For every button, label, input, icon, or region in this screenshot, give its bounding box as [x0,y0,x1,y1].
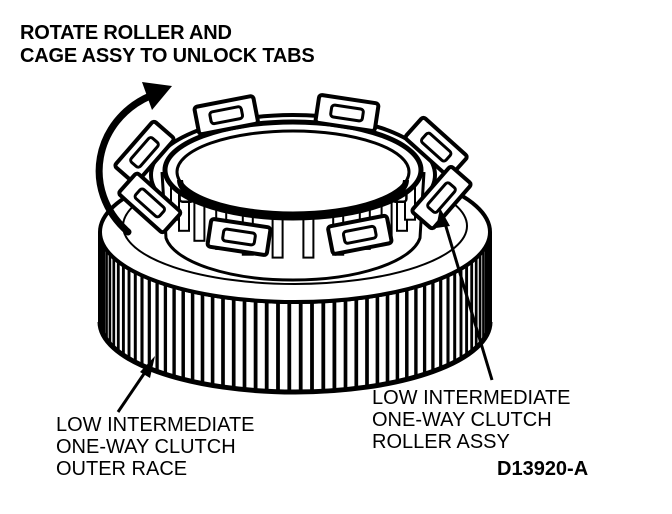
locking-tab-slot [221,227,257,247]
roller-assy-label-line-3: ROLLER ASSY [372,431,510,453]
leader-roller-assy [442,219,494,381]
locking-tab [410,165,473,231]
outer-race-label-line-2: ONE-WAY CLUTCH [56,436,236,458]
roller-assy [113,93,473,282]
outer-race-label-line-3: OUTER RACE [56,458,188,480]
locking-tab [192,94,260,137]
instruction-line-1: ROTATE ROLLER AND [20,22,232,44]
outer-race-label-line-1: LOW INTERMEDIATE [56,414,255,436]
locking-tab-slot [133,187,166,219]
locking-tab-slot [208,105,245,126]
locking-tab [313,93,381,133]
leader-outer-race-arrowhead [140,356,155,378]
roller-assy-label-line-2: ONE-WAY CLUTCH [372,409,552,431]
locking-tab [113,119,176,185]
instruction-line-2: CAGE ASSY TO UNLOCK TABS [20,45,315,67]
locking-tab [326,213,394,256]
locking-tabs [113,93,473,257]
locking-tab-slot [129,136,160,169]
roller-assy-label-line-1: LOW INTERMEDIATE [372,387,571,409]
locking-tab [403,115,469,179]
cage-inner-shadow [177,179,409,219]
locking-tab-slot [426,181,457,214]
outer-race-splines [100,232,490,392]
locking-tab [117,171,183,235]
locking-tab-slot [341,224,378,245]
locking-tab [205,217,273,257]
locking-tab-slot [420,131,453,163]
locking-tab-slot [329,103,365,123]
roller-assy-label: LOW INTERMEDIATE ONE-WAY CLUTCH ROLLER A… [372,387,571,453]
leader-roller-assy-arrowhead [436,208,450,228]
leader-lines [116,208,494,413]
outer-race-label: LOW INTERMEDIATE ONE-WAY CLUTCH OUTER RA… [56,414,255,480]
instruction-text: ROTATE ROLLER AND CAGE ASSY TO UNLOCK TA… [20,22,315,68]
rotation-arrow-icon [95,82,172,236]
figure-id: D13920-A [497,458,589,480]
outer-race-bottom-edge [97,321,493,395]
